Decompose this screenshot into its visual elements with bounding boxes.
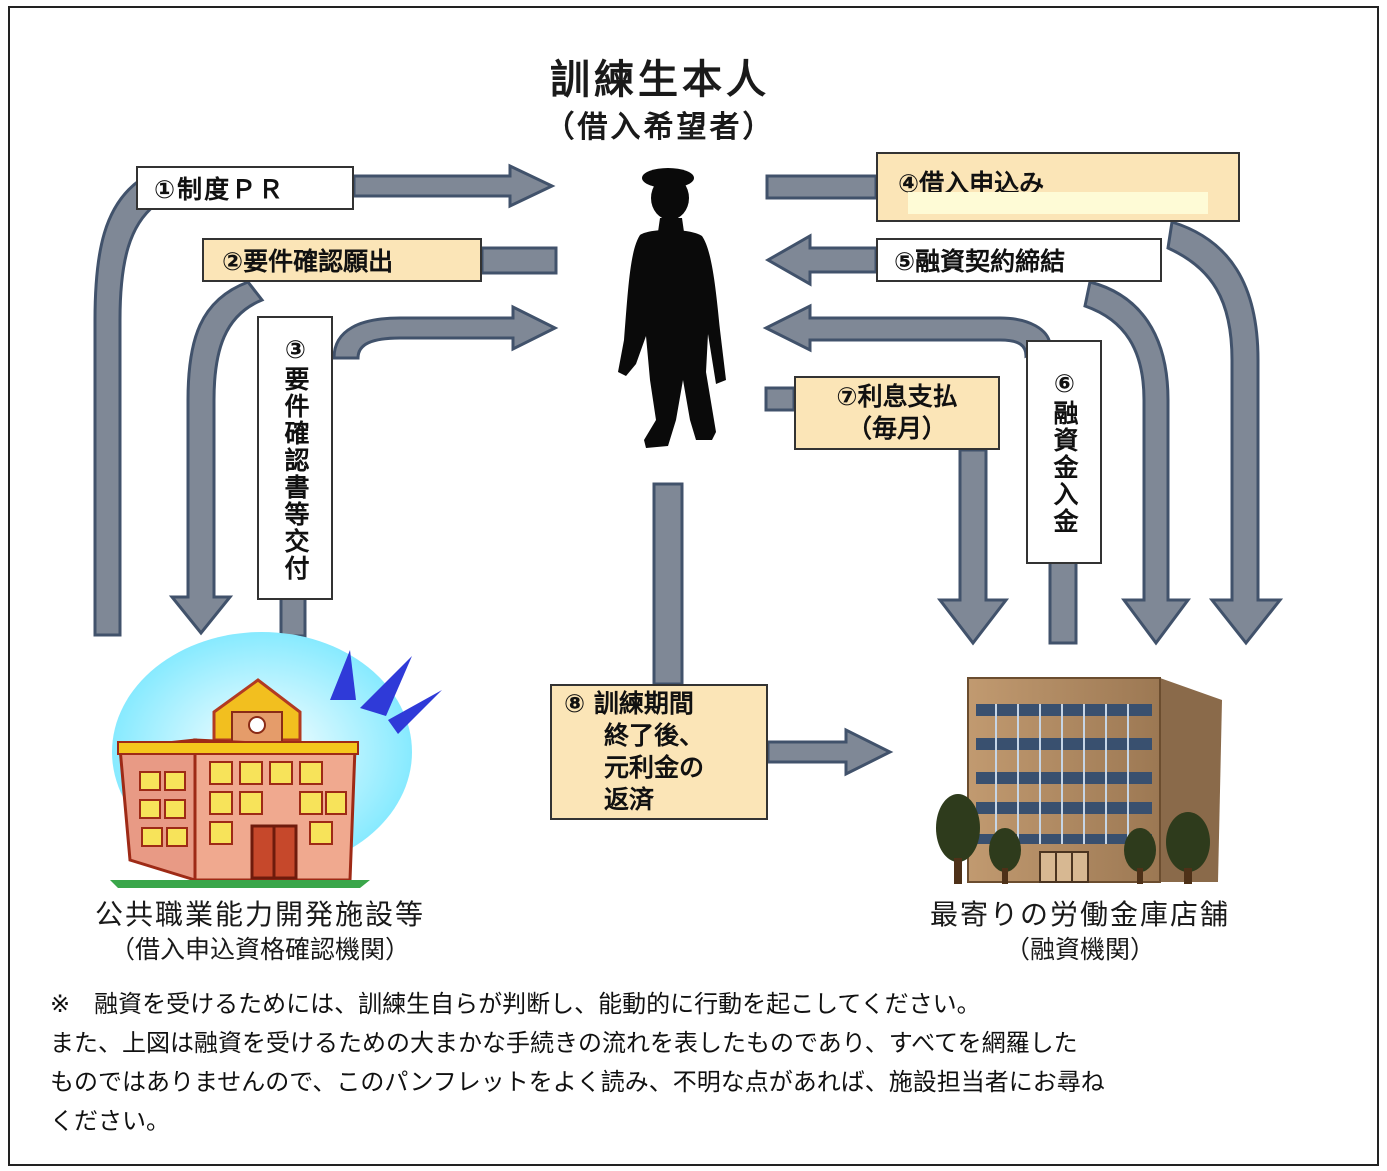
facility-role: （借入申込資格確認機関）	[109, 935, 410, 964]
step8-line1: ⑧ 訓練期間	[564, 689, 694, 718]
arrow-step2-connector	[480, 246, 558, 275]
note-line-2: また、上図は融資を受けるための大まかな手続きの流れを表したものであり、すべてを網…	[50, 1029, 1078, 1057]
notes: ※ 融資を受けるためには、訓練生自らが判断し、能動的に行動を起こしてください。 …	[50, 985, 1280, 1141]
arrow-step5-down-curve	[1083, 280, 1191, 646]
step3-label: ③要件確認書等交付	[257, 316, 333, 600]
facility-name: 公共職業能力開発施設等	[94, 898, 425, 931]
step4-highlight	[908, 192, 1208, 214]
arrow-step1-right	[352, 163, 556, 209]
arrow-step6-stub	[1048, 560, 1078, 645]
step7-line1: ⑦利息支払	[836, 382, 958, 411]
note-line-3: ものではありませんので、このパンフレットをよく読み、不明な点があれば、施設担当者…	[50, 1068, 1105, 1096]
arrow-step7-down	[936, 448, 1010, 646]
person-silhouette-icon	[618, 168, 726, 448]
arrow-step6-to-person	[762, 303, 1052, 359]
arrow-step3-to-person	[332, 304, 559, 360]
step5-label: ⑤融資契約締結	[876, 238, 1162, 282]
note-line-1: ※ 融資を受けるためには、訓練生自らが判断し、能動的に行動を起こしてください。	[50, 990, 981, 1018]
step7-label: ⑦利息支払 （毎月）	[794, 376, 1000, 450]
person-title: 訓練生本人	[550, 57, 770, 103]
step1-label: ①制度ＰＲ	[136, 166, 354, 210]
arrow-step7-connector	[764, 386, 796, 412]
bank-role: （融資機関）	[1004, 935, 1155, 964]
step7-line2: （毎月）	[846, 414, 947, 443]
step8-line4: 返済	[604, 785, 655, 814]
bank-name: 最寄りの労働金庫店舗	[929, 898, 1230, 931]
arrow-step8-right	[766, 727, 894, 777]
training-facility-icon	[110, 632, 442, 888]
arrow-step2-down-curve	[168, 280, 265, 636]
page-frame	[8, 6, 1379, 1166]
arrow-step4-connector	[765, 174, 878, 200]
person-subtitle: （借入希望者）	[544, 110, 776, 145]
step8-label: ⑧ 訓練期間 終了後、 元利金の 返済	[550, 684, 768, 820]
step6-label: ⑥融資金入金	[1026, 340, 1102, 564]
arrow-step8-vertical	[652, 482, 684, 686]
note-line-4: ください。	[50, 1107, 170, 1135]
bank-building-icon	[936, 677, 1222, 884]
step2-label: ②要件確認願出	[202, 238, 482, 282]
step8-line2: 終了後、	[604, 721, 705, 750]
arrow-step5-left	[764, 233, 878, 287]
step8-line3: 元利金の	[604, 753, 705, 782]
arrow-step4-right-curve	[1166, 220, 1284, 646]
arrow-step1-left-curve	[93, 177, 157, 637]
arrow-step3-stub	[279, 596, 307, 638]
